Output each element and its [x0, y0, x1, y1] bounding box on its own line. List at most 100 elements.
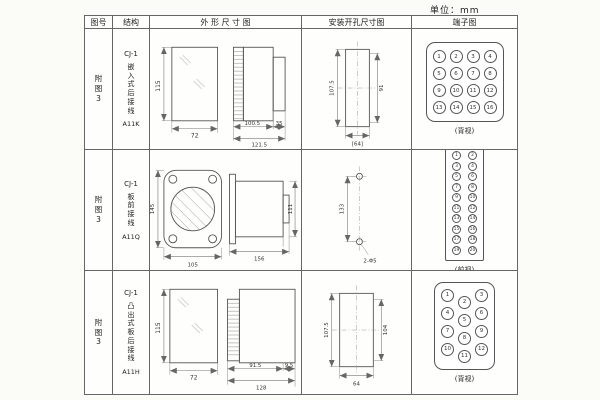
dim-side-height: 111	[288, 203, 294, 213]
row1-structure: CJ-1 嵌 入 式 后 接 线 A11K	[113, 29, 150, 150]
terminal-pin: 9	[475, 324, 488, 338]
dim-seg1: 91.5	[249, 362, 261, 368]
terminal-pin: 15	[452, 224, 461, 234]
dim-depth: 100.5	[245, 120, 261, 126]
terminal-pin: 14	[468, 214, 477, 224]
terminal-pin: 5	[452, 172, 461, 182]
dim-cutout-height: 107.5	[324, 322, 330, 338]
terminal-pin: 1	[432, 50, 446, 63]
header-fig-no: 图号	[85, 16, 113, 29]
terminal-pin: 8	[483, 67, 497, 80]
terminal-pin: 6	[468, 172, 477, 182]
front-view: 145 105	[150, 169, 222, 268]
model-code-label: A11H	[122, 368, 140, 377]
spec-table: 图号 结构 外 形 尺 寸 图 安装开孔尺寸图 端子图 附 图 3 CJ-1 嵌…	[84, 15, 518, 395]
terminal-pin: 4	[468, 161, 477, 171]
terminal-pin: 11	[452, 203, 461, 213]
dim-side: 104	[383, 324, 389, 335]
terminal-pin: 12	[475, 342, 488, 356]
terminal-pin: 19	[452, 245, 461, 255]
terminal-pin: 18	[468, 235, 477, 245]
front-view: 115 72	[155, 46, 218, 139]
terminal-pin: 13	[452, 214, 461, 224]
front-view: 115 72	[155, 288, 218, 381]
terminal-pin: 6	[475, 306, 488, 320]
terminal-pin: 11	[466, 84, 480, 97]
terminal-pin: 20	[468, 245, 477, 255]
dim-front-height: 115	[155, 80, 162, 92]
terminal-pin: 4	[441, 306, 454, 320]
view-caption: (背视)	[454, 127, 475, 135]
terminal-pin: 8	[458, 331, 471, 345]
model-label: CJ-1	[124, 288, 138, 297]
header-structure: 结构	[113, 16, 150, 29]
row3-fig-no: 附 图 3	[85, 271, 113, 395]
terminal-pin: 12	[468, 203, 477, 213]
dim-side: 91	[379, 84, 385, 91]
row2-install-cell: 133 2-Φ5	[302, 150, 412, 271]
terminal-pin: 16	[468, 224, 477, 234]
model-code-label: A11K	[122, 120, 140, 129]
terminal-pin: 11	[458, 349, 471, 363]
view-caption: (背视)	[454, 374, 475, 383]
hole-spec-label: 2-Φ5	[363, 258, 376, 264]
terminal-pin: 4	[483, 50, 497, 63]
side-view: 100.5 35 121.5	[233, 46, 286, 148]
structure-type-label: 凸 出 式 板 后 接 线	[127, 301, 135, 363]
install-drawing-a11h: 107.5 104 64	[324, 284, 389, 387]
install-drawing-a11k: 107.5 91 [64]	[330, 40, 385, 147]
terminal-pin: 3	[475, 288, 488, 302]
outline-drawing-a11h: 115 72 91.5 9.5 128	[155, 288, 296, 391]
terminal-pin: 2	[449, 50, 463, 63]
structure-type-label: 板 前 接 线	[127, 192, 135, 227]
terminal-pin: 5	[432, 67, 446, 80]
terminal-pin: 14	[449, 101, 463, 114]
row2-outline-cell: 145 105 156 111	[150, 150, 302, 271]
terminal-pin: 3	[452, 161, 461, 171]
row1-fig-no: 附 图 3	[85, 29, 113, 150]
dim-cutout-height: 107.5	[330, 80, 336, 96]
dim-hole-span: 133	[340, 203, 346, 214]
terminal-pin: 10	[441, 342, 454, 356]
dim-cutout-width: 64	[353, 381, 360, 387]
terminal-pin: 13	[432, 101, 446, 114]
terminal-pin: 12	[483, 84, 497, 97]
terminal-pin: 3	[466, 50, 480, 63]
structure-type-label: 嵌 入 式 后 接 线	[127, 62, 135, 115]
dim-total: 128	[256, 385, 267, 391]
dim-tail: 35	[276, 120, 283, 126]
row2-fig-no: 附 图 3	[85, 150, 113, 271]
terminal-pin: 9	[432, 84, 446, 97]
dim-front-width: 72	[191, 132, 199, 139]
terminal-pin: 8	[468, 182, 477, 192]
row3-install-cell: 107.5 104 64	[302, 271, 412, 395]
terminal-pin: 10	[468, 193, 477, 203]
row1-install-cell: 107.5 91 [64]	[302, 29, 412, 150]
row3-structure: CJ-1 凸 出 式 板 后 接 线 A11H	[113, 271, 150, 395]
outline-drawing-a11k: 115 72 100.5 35 121.5	[155, 46, 286, 148]
header-outline: 外 形 尺 寸 图	[150, 16, 302, 29]
terminal-pin: 7	[441, 324, 454, 338]
terminal-pin: 1	[441, 288, 454, 302]
terminal-pin: 7	[466, 67, 480, 80]
terminal-pin: 2	[458, 295, 471, 309]
row1-outline-cell: 115 72 100.5 35 121.5	[150, 29, 302, 150]
row2-structure: CJ-1 板 前 接 线 A11Q	[113, 150, 150, 271]
dim-total: 121.5	[251, 142, 267, 148]
row3-outline-cell: 115 72 91.5 9.5 128	[150, 271, 302, 395]
model-code-label: A11Q	[122, 232, 140, 241]
unit-label: 单位：mm	[430, 6, 480, 16]
dim-front-width: 105	[188, 262, 198, 268]
model-label: CJ-1	[124, 179, 138, 188]
dim-front-height: 145	[150, 203, 156, 213]
terminal-pin: 5	[458, 313, 471, 327]
terminal-pin: 17	[452, 235, 461, 245]
dim-cutout-width: [64]	[352, 141, 363, 147]
side-view: 91.5 9.5 128	[227, 288, 296, 391]
dim-depth: 156	[254, 256, 265, 262]
terminal-pin: 2	[468, 151, 477, 161]
terminal-pin: 9	[452, 193, 461, 203]
